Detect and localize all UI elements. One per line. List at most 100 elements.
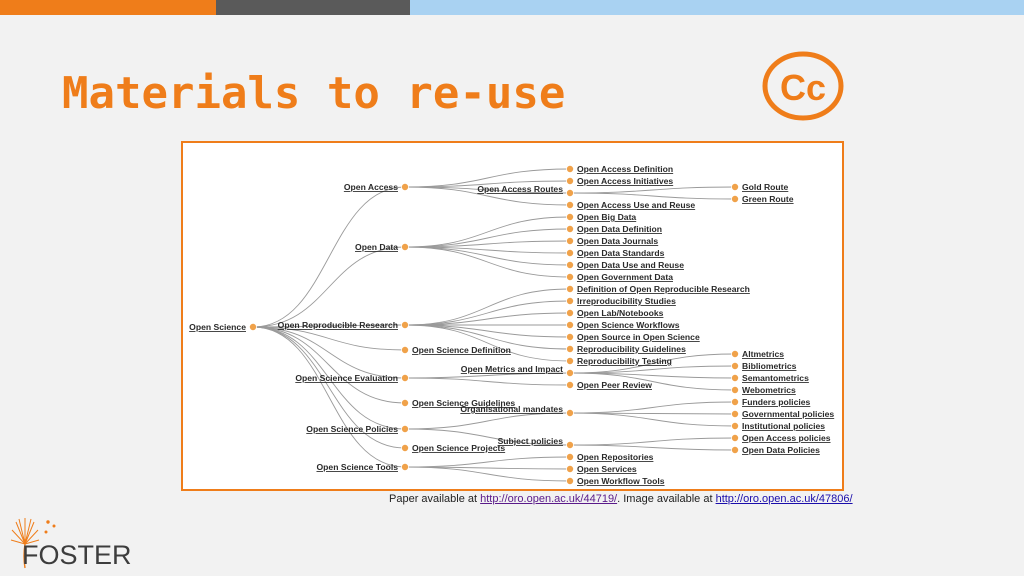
paper-link[interactable]: http://oro.open.ac.uk/44719/ xyxy=(480,493,618,505)
caption: Paper available at http://oro.open.ac.uk… xyxy=(389,493,853,505)
node-label-open-data-definition[interactable]: Open Data Definition xyxy=(577,224,662,234)
node-dot-open-source-in-open-science[interactable] xyxy=(565,332,574,341)
node-dot-subject-policies[interactable] xyxy=(565,440,574,449)
node-dot-open-peer-review[interactable] xyxy=(565,380,574,389)
node-dot-open-access-definition[interactable] xyxy=(565,164,574,173)
node-label-open-big-data[interactable]: Open Big Data xyxy=(577,212,636,222)
node-dot-open-science-workflows[interactable] xyxy=(565,320,574,329)
node-dot-open-data-definition[interactable] xyxy=(565,225,574,234)
node-dot-organisational-mandates[interactable] xyxy=(565,408,574,417)
node-label-open-access-use-and-reuse[interactable]: Open Access Use and Reuse xyxy=(577,200,695,210)
node-label-green-route[interactable]: Green Route xyxy=(742,194,794,204)
edge-l1_1-od_0 xyxy=(404,216,571,248)
node-label-reproducibility-testing[interactable]: Reproducibility Testing xyxy=(577,356,672,366)
node-label-open-peer-review[interactable]: Open Peer Review xyxy=(577,380,652,390)
node-dot-bibliometrics[interactable] xyxy=(731,361,740,370)
node-label-irreproducibility-studies[interactable]: Irreproducibility Studies xyxy=(577,296,676,306)
node-label-subject-policies[interactable]: Subject policies xyxy=(498,436,564,446)
node-dot-altmetrics[interactable] xyxy=(731,349,740,358)
node-label-open-access[interactable]: Open Access xyxy=(344,182,398,192)
node-label-open-lab-notebooks[interactable]: Open Lab/Notebooks xyxy=(577,308,664,318)
node-dot-open-science[interactable] xyxy=(249,322,258,331)
node-label-open-data-use-and-reuse[interactable]: Open Data Use and Reuse xyxy=(577,260,684,270)
node-dot-governmental-policies[interactable] xyxy=(731,409,740,418)
node-label-organisational-mandates[interactable]: Organisational mandates xyxy=(460,404,563,414)
node-label-governmental-policies[interactable]: Governmental policies xyxy=(742,409,834,419)
node-label-open-data-standards[interactable]: Open Data Standards xyxy=(577,248,665,258)
node-label-webometrics[interactable]: Webometrics xyxy=(742,385,796,395)
image-link[interactable]: http://oro.open.ac.uk/47806/ xyxy=(715,493,853,505)
node-label-open-data-journals[interactable]: Open Data Journals xyxy=(577,236,658,246)
node-label-open-access-initiatives[interactable]: Open Access Initiatives xyxy=(577,176,673,186)
node-dot-open-access[interactable] xyxy=(400,183,409,192)
node-dot-open-science-guidelines[interactable] xyxy=(400,398,409,407)
node-label-gold-route[interactable]: Gold Route xyxy=(742,182,789,192)
node-dot-open-access-policies[interactable] xyxy=(731,433,740,442)
node-dot-open-data-use-and-reuse[interactable] xyxy=(565,261,574,270)
node-dot-open-metrics-and-impact[interactable] xyxy=(565,368,574,377)
node-dot-open-data-policies[interactable] xyxy=(731,445,740,454)
node-label-open-science-evaluation[interactable]: Open Science Evaluation xyxy=(295,373,398,383)
node-dot-open-big-data[interactable] xyxy=(565,213,574,222)
node-label-open-government-data[interactable]: Open Government Data xyxy=(577,272,673,282)
node-dot-institutional-policies[interactable] xyxy=(731,421,740,430)
node-label-open-access-routes[interactable]: Open Access Routes xyxy=(477,184,563,194)
node-label-open-access-definition[interactable]: Open Access Definition xyxy=(577,164,673,174)
node-label-open-science-guidelines[interactable]: Open Science Guidelines xyxy=(412,398,515,408)
node-dot-funders-policies[interactable] xyxy=(731,397,740,406)
node-label-reproducibility-guidelines[interactable]: Reproducibility Guidelines xyxy=(577,344,686,354)
edge-ev_0-m_3 xyxy=(569,372,736,391)
node-dot-open-data[interactable] xyxy=(400,243,409,252)
top-bar-blue xyxy=(410,0,1024,15)
node-label-open-science-definition[interactable]: Open Science Definition xyxy=(412,345,511,355)
node-label-open-data[interactable]: Open Data xyxy=(355,242,398,252)
node-label-open-services[interactable]: Open Services xyxy=(577,464,637,474)
node-dot-open-access-use-and-reuse[interactable] xyxy=(565,201,574,210)
node-dot-open-science-evaluation[interactable] xyxy=(400,373,409,382)
node-dot-open-repositories[interactable] xyxy=(565,452,574,461)
node-label-open-metrics-and-impact[interactable]: Open Metrics and Impact xyxy=(461,364,563,374)
node-label-open-repositories[interactable]: Open Repositories xyxy=(577,452,654,462)
node-label-open-science-policies[interactable]: Open Science Policies xyxy=(306,424,398,434)
node-dot-green-route[interactable] xyxy=(731,195,740,204)
node-label-open-science-workflows[interactable]: Open Science Workflows xyxy=(577,320,680,330)
node-label-open-workflow-tools[interactable]: Open Workflow Tools xyxy=(577,476,665,486)
node-dot-open-data-journals[interactable] xyxy=(565,237,574,246)
edge-l1_4-ev_1 xyxy=(404,377,571,386)
node-label-open-reproducible-research[interactable]: Open Reproducible Research xyxy=(278,320,398,330)
node-label-open-data-policies[interactable]: Open Data Policies xyxy=(742,445,820,455)
node-dot-open-lab-notebooks[interactable] xyxy=(565,308,574,317)
node-dot-reproducibility-guidelines[interactable] xyxy=(565,344,574,353)
node-dot-open-science-projects[interactable] xyxy=(400,443,409,452)
node-label-bibliometrics[interactable]: Bibliometrics xyxy=(742,361,797,371)
node-label-funders-policies[interactable]: Funders policies xyxy=(742,397,811,407)
node-label-open-access-policies[interactable]: Open Access policies xyxy=(742,433,831,443)
node-dot-open-services[interactable] xyxy=(565,464,574,473)
node-dot-open-reproducible-research[interactable] xyxy=(400,320,409,329)
node-dot-gold-route[interactable] xyxy=(731,183,740,192)
node-label-definition-of-open-reproducible-research[interactable]: Definition of Open Reproducible Research xyxy=(577,284,750,294)
node-label-open-science-tools[interactable]: Open Science Tools xyxy=(316,462,398,472)
node-label-institutional-policies[interactable]: Institutional policies xyxy=(742,421,825,431)
top-bar-gray xyxy=(216,0,410,15)
node-dot-open-workflow-tools[interactable] xyxy=(565,476,574,485)
node-label-semantometrics[interactable]: Semantometrics xyxy=(742,373,809,383)
node-dot-webometrics[interactable] xyxy=(731,385,740,394)
edge-l1_2-orr_6 xyxy=(404,324,571,362)
node-dot-open-science-tools[interactable] xyxy=(400,462,409,471)
node-dot-open-government-data[interactable] xyxy=(565,272,574,281)
node-dot-reproducibility-testing[interactable] xyxy=(565,356,574,365)
node-dot-open-data-standards[interactable] xyxy=(565,249,574,258)
node-label-altmetrics[interactable]: Altmetrics xyxy=(742,349,784,359)
node-dot-open-science-definition[interactable] xyxy=(400,345,409,354)
node-label-open-science-projects[interactable]: Open Science Projects xyxy=(412,443,505,453)
node-dot-open-science-policies[interactable] xyxy=(400,424,409,433)
node-dot-semantometrics[interactable] xyxy=(731,373,740,382)
edge-p_0-om_0 xyxy=(569,401,736,414)
node-dot-irreproducibility-studies[interactable] xyxy=(565,296,574,305)
node-dot-open-access-routes[interactable] xyxy=(565,189,574,198)
node-dot-open-access-initiatives[interactable] xyxy=(565,177,574,186)
node-label-open-source-in-open-science[interactable]: Open Source in Open Science xyxy=(577,332,700,342)
node-label-open-science[interactable]: Open Science xyxy=(189,322,246,332)
node-dot-definition-of-open-reproducible-research[interactable] xyxy=(565,284,574,293)
